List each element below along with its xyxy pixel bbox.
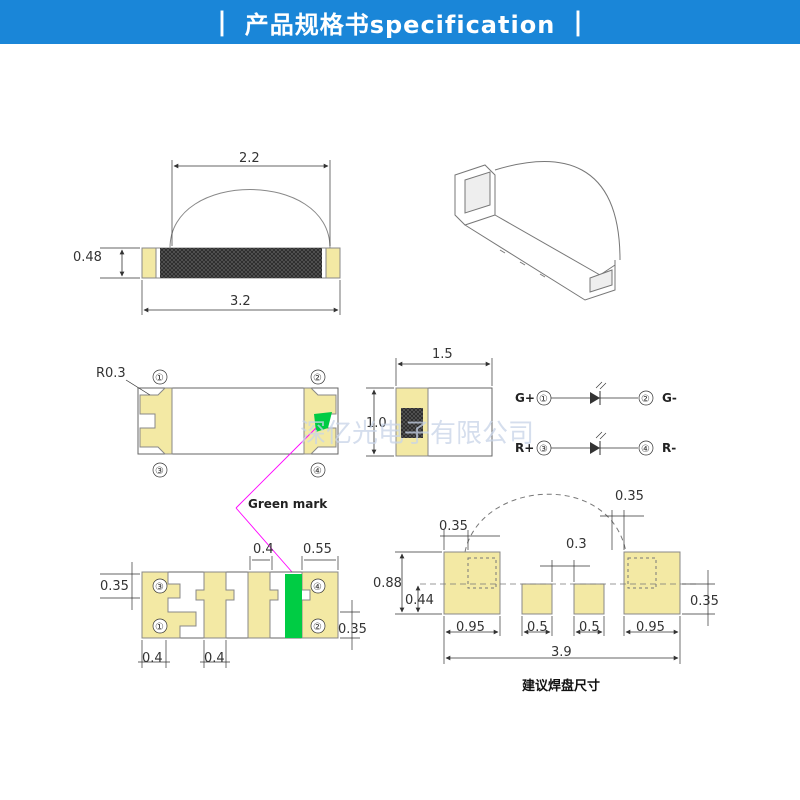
end-view: 1.5 1.0 [366,347,493,457]
header-banner: | 产品规格书specification | [0,0,800,44]
pad-dim-center-gap: 0.3 [566,537,587,552]
isometric-view [454,161,621,301]
chip-area [160,248,322,278]
watermark: 深亿光电子有限公司 [300,419,534,449]
lens-dome [169,189,331,249]
dim-right-height: 0.35 [338,622,367,637]
dim-left-pad: 0.35 [100,579,129,594]
pad-dim-a: 0.95 [456,620,485,635]
bottom-pin-1: ① [155,622,164,633]
bottom-pin-3: ③ [155,582,164,593]
dim-bottom-gap-a: 0.4 [142,651,163,666]
end-dim-width: 1.5 [432,347,453,362]
pin-4-label: ④ [313,466,322,477]
corner-radius: R0.3 [96,366,126,381]
pin-3-label: ③ [155,466,164,477]
schematic-pin-1: ① [539,394,548,405]
schematic: G+ ① ② G- R+ ③ ④ R- [515,381,677,456]
green-mark-leader-lower [235,507,293,573]
schematic-r-minus: R- [662,441,676,455]
header-bar-left: | [217,7,227,37]
dim-lens-width: 2.2 [239,151,260,166]
end-dim-height: 1.0 [366,416,387,431]
pad-dim-top-left: 0.35 [439,519,468,534]
schematic-pin-2: ② [641,394,650,405]
pad-dim-total: 3.9 [551,645,572,660]
schematic-g-plus: G+ [515,391,535,405]
bottom-green-mark [285,574,302,638]
dim-bottom-gap-b: 0.4 [204,651,225,666]
bottom-pin-2: ② [313,622,322,633]
green-mark [314,412,332,432]
pad-dim-total-height: 0.88 [373,576,402,591]
pad-dim-top-right: 0.35 [615,489,644,504]
green-mark-label: Green mark [248,497,328,511]
pad-layout-caption: 建议焊盘尺寸 [522,678,600,694]
schematic-g-minus: G- [662,391,677,405]
left-pads [139,387,173,455]
dim-body-length: 3.2 [230,294,251,309]
pin-2-label: ② [313,373,322,384]
pad-dim-right-height: 0.35 [690,594,719,609]
green-mark-leader [235,427,317,509]
schematic-pin-3: ③ [539,444,548,455]
header-bar-right: | [573,7,583,37]
left-terminal [141,247,157,279]
bottom-pin-4: ④ [313,582,322,593]
dim-right-pad: 0.55 [303,542,332,557]
schematic-pin-4: ④ [641,444,650,455]
bottom-view: ③ ① ④ ② 0.4 0.55 0.35 0.35 0.4 0.4 [100,542,367,668]
dim-pad-gap: 0.4 [253,542,274,557]
dim-height: 0.48 [73,250,102,265]
pad-dim-inner-height: 0.44 [405,593,434,608]
schematic-r-plus: R+ [515,441,534,455]
pad-dim-b: 0.5 [527,620,548,635]
top-view: R0.3 ① ② ③ ④ Green mark [96,366,339,573]
pad-dim-c: 0.5 [579,620,600,635]
side-view: 2.2 0.48 3.2 [73,151,341,315]
pad-dim-d: 0.95 [636,620,665,635]
pin-1-label: ① [155,373,164,384]
pad-layout: 0.35 0.35 0.3 0.88 0.44 0.35 0.95 0.5 0.… [373,489,719,694]
page-title: 产品规格书specification [244,10,556,39]
right-terminal [325,247,341,279]
